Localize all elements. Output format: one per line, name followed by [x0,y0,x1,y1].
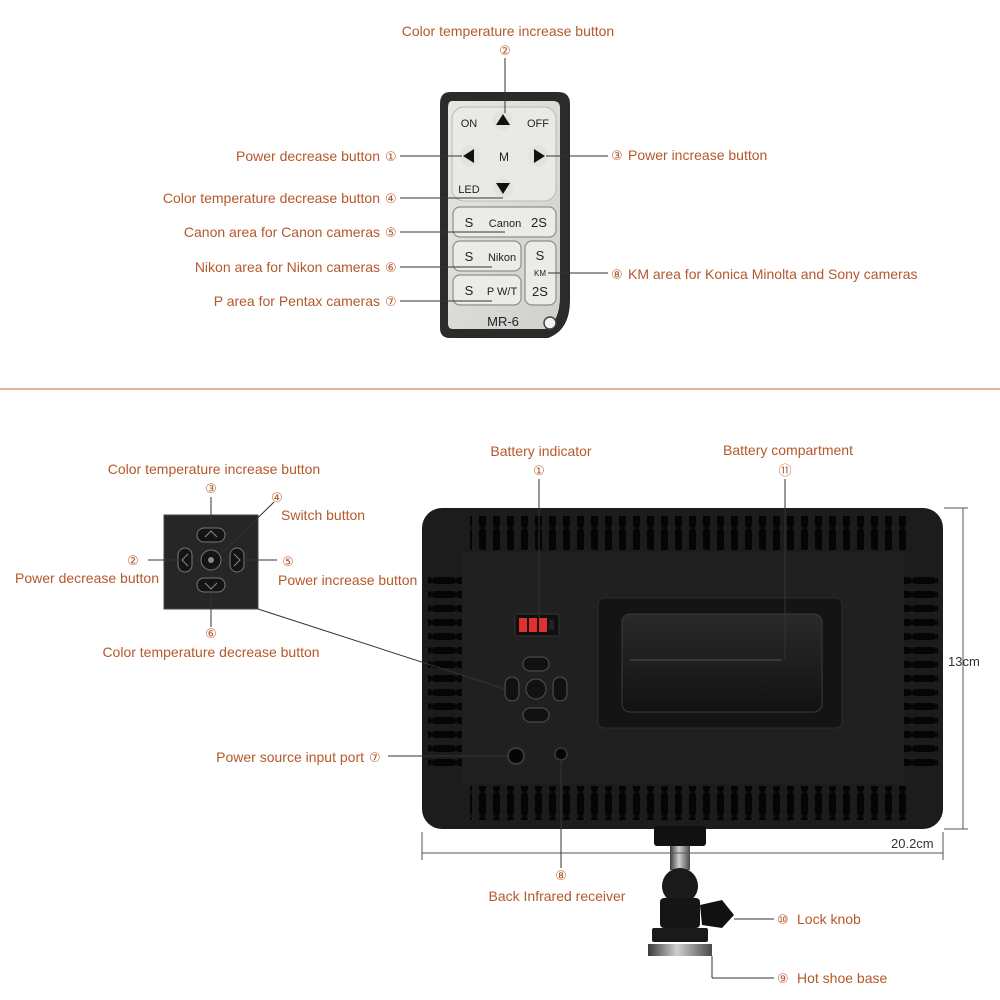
panel-callout-6-label: Color temperature decrease button [102,644,319,660]
svg-text:S: S [465,249,474,264]
svg-text:S: S [536,248,545,263]
lanyard-hole [544,317,556,329]
remote-callout-4-label: Color temperature decrease button [163,190,380,206]
panel-callout-8-label: Back Infrared receiver [489,888,626,904]
panel-callout-6-number: ⑥ [205,627,217,642]
mount-stem [670,846,690,870]
panel-callout-7-number: ⑦ [369,751,381,766]
panel-callout-1-label: Battery indicator [490,443,591,459]
remote-callout-8-number: ⑧ [611,268,623,283]
remote-callout-7-number: ⑦ [385,295,397,310]
top-ribs [470,516,910,550]
remote-callout-5-label: Canon area for Canon cameras [184,224,380,240]
remote-callout-8-label: KM area for Konica Minolta and Sony came… [628,266,917,282]
remote-callout-2-label: Color temperature increase button [402,23,614,39]
panel-callout-5-number: ⑤ [282,555,294,570]
remote-on-label: ON [461,118,478,130]
remote-led-label: LED [458,184,479,196]
panel-callout-11-number: ⑪ [778,464,791,479]
remote-callout-3-number: ③ [611,149,623,164]
panel-callout-7-label: Power source input port [216,749,364,765]
panel-switch-button[interactable] [526,679,546,699]
panel-callout-9-number: ⑨ [777,972,789,987]
panel-callout-10-label: Lock knob [797,911,861,927]
panel-callout-9-label: Hot shoe base [797,970,887,986]
svg-text:P W/T: P W/T [487,286,518,298]
mount-screw-knob [654,826,706,846]
remote-callout-5-number: ⑤ [385,226,397,241]
remote-off-label: OFF [527,118,549,130]
panel-right-button[interactable] [553,677,567,701]
svg-text:S: S [465,283,474,298]
panel-callout-4-number: ④ [271,491,283,506]
battery-indicator [515,614,559,636]
panel-callout-2-number: ② [127,554,139,569]
remote-callout-1-label: Power decrease button [236,148,380,164]
remote-callout-2-number: ② [499,44,511,59]
remote-model-label: MR-6 [487,314,519,329]
right-ribs [904,570,938,770]
panel-callout-5-label: Power increase button [278,572,417,588]
panel-callout-3-number: ③ [205,482,217,497]
dc-label: DC [510,769,522,778]
panel-callout-10-number: ⑩ [777,913,789,928]
svg-text:S: S [465,215,474,230]
svg-text:Canon: Canon [489,218,521,230]
remote-callout-3-label: Power increase button [628,147,767,163]
battery-pack [622,614,822,712]
panel-left-button[interactable] [505,677,519,701]
bottom-ribs [470,786,910,820]
panel-callout-1-number: ① [533,464,545,479]
shoe-ring [652,928,708,942]
remote-m-button[interactable]: M [499,150,509,164]
svg-text:2S: 2S [531,215,547,230]
led-panel: DC [422,508,943,829]
remote-callout-1-number: ① [385,150,397,165]
remote-down-arrow-button[interactable] [493,178,513,198]
hot-shoe-mount [648,826,734,956]
remote-callout-6-number: ⑥ [385,261,397,276]
svg-text:KM: KM [534,269,546,278]
shoe-base [648,944,712,956]
panel-callout-3-label: Color temperature increase button [108,461,320,477]
switch-dot-icon [208,557,214,563]
lock-knob[interactable] [700,900,734,928]
panel-down-button[interactable] [523,708,549,722]
ir-receiver [555,748,567,760]
width-dimension: 20.2cm [891,836,934,851]
mount-body [660,898,700,928]
remote-callout-6-label: Nikon area for Nikon cameras [195,259,380,275]
panel-callout-11-label: Battery compartment [723,442,853,458]
remote-up-arrow-button[interactable] [493,110,513,130]
svg-text:Nikon: Nikon [488,252,516,264]
panel-up-button[interactable] [523,657,549,671]
remote-callout-4-number: ④ [385,192,397,207]
panel-callout-4-label: Switch button [281,507,365,523]
svg-text:2S: 2S [532,284,548,299]
panel-callout-8-number: ⑧ [555,869,567,884]
height-dimension: 13cm [948,654,980,669]
panel-callout-2-label: Power decrease button [15,570,159,586]
remote-right-arrow-button[interactable] [528,146,548,166]
remote-callout-7-label: P area for Pentax cameras [214,293,380,309]
remote-left-arrow-button[interactable] [460,146,480,166]
dc-port [508,748,524,764]
